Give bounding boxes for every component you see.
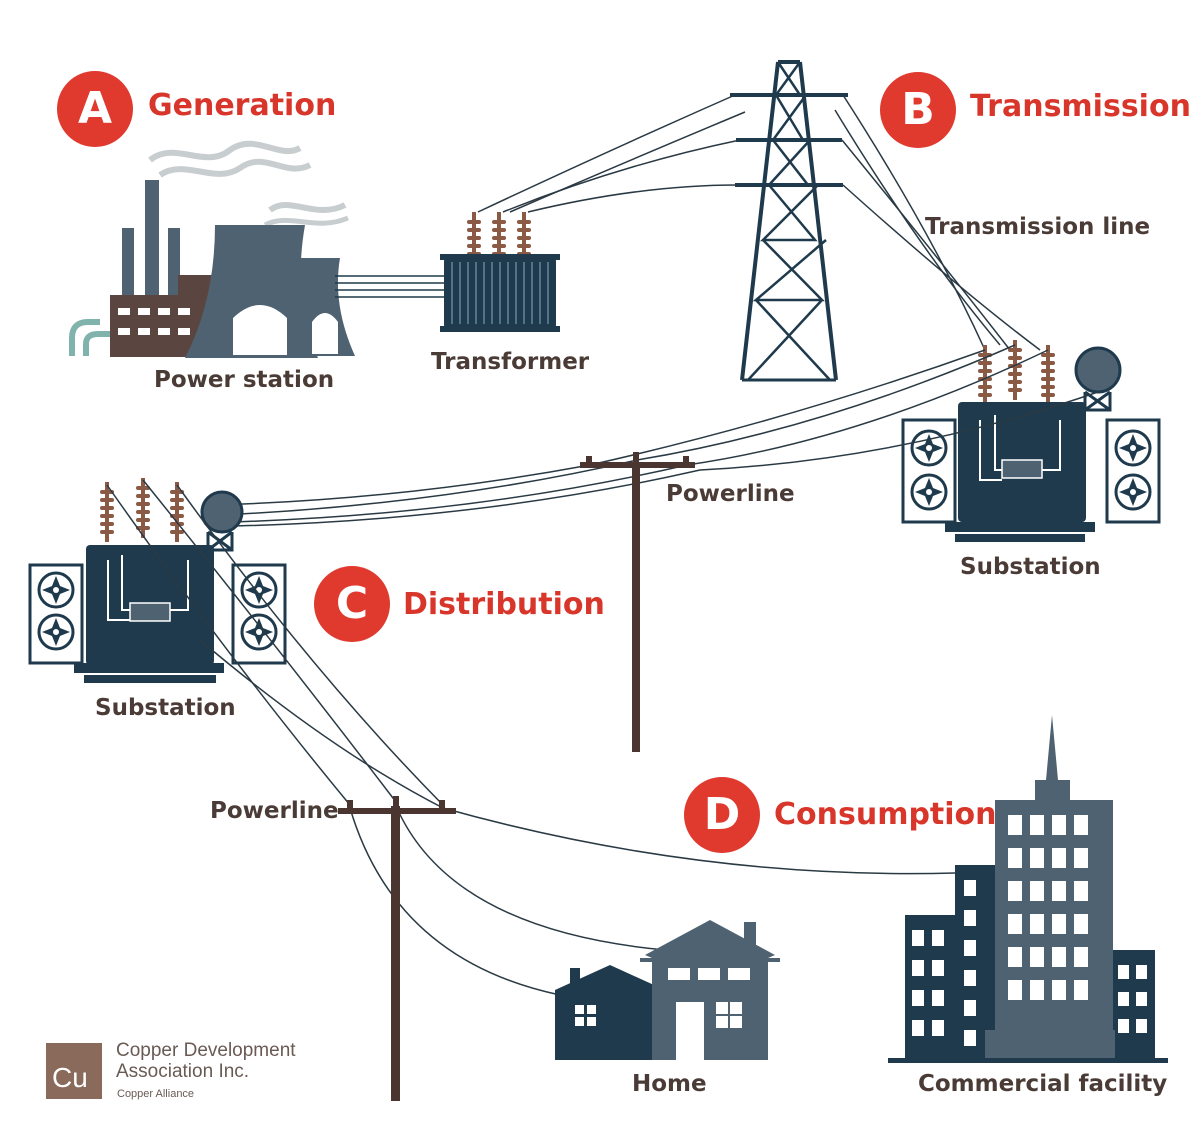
commercial-facility <box>888 715 1168 1063</box>
copper-logo-icon: Cu <box>46 1043 102 1099</box>
steam-plume-icon <box>148 140 302 163</box>
home-label: Home <box>632 1071 707 1097</box>
substation-right-label: Substation <box>960 554 1101 580</box>
substation-left-label: Substation <box>95 695 236 721</box>
conservator-tank-icon <box>1074 346 1122 394</box>
powerline-lower-label: Powerline <box>210 798 339 824</box>
chimney-icon <box>145 180 159 298</box>
generation-transformer <box>440 212 560 332</box>
stage-a-title: Generation <box>148 88 337 123</box>
power-station-label: Power station <box>154 367 335 393</box>
transformer-label: Transformer <box>431 349 590 375</box>
transmission-lines <box>477 94 1041 351</box>
transmission-tower <box>730 60 848 382</box>
substation-right <box>901 340 1161 542</box>
pipe-icon <box>69 319 100 356</box>
powerline-upper-label: Powerline <box>666 481 795 507</box>
powerline-pole-lower <box>338 796 456 1101</box>
plant-cables <box>335 275 445 298</box>
transmission-line-label: Transmission line <box>925 214 1151 240</box>
stage-d-title: Consumption <box>774 797 997 832</box>
stage-b-badge: B <box>880 72 956 148</box>
home <box>555 920 780 1060</box>
conservator-tank-icon <box>200 490 244 534</box>
stage-c-badge: C <box>314 566 390 642</box>
distribution-lines-lower <box>106 479 956 996</box>
stage-b-title: Transmission <box>970 89 1191 124</box>
logo-name: Copper Development Association Inc. <box>116 1040 296 1082</box>
stage-a-badge: A <box>57 71 133 147</box>
logo-name-line2: Association Inc. <box>116 1061 250 1082</box>
stage-d-badge: D <box>684 777 760 853</box>
substation-left <box>28 478 287 683</box>
house-small-icon <box>555 965 665 1060</box>
stage-c-title: Distribution <box>403 587 605 622</box>
logo-name-line1: Copper Development <box>116 1040 296 1061</box>
power-station <box>69 140 355 358</box>
logo-subtitle: Copper Alliance <box>117 1088 195 1100</box>
commercial-facility-label: Commercial facility <box>918 1071 1168 1097</box>
powerline-pole-upper <box>580 452 695 752</box>
